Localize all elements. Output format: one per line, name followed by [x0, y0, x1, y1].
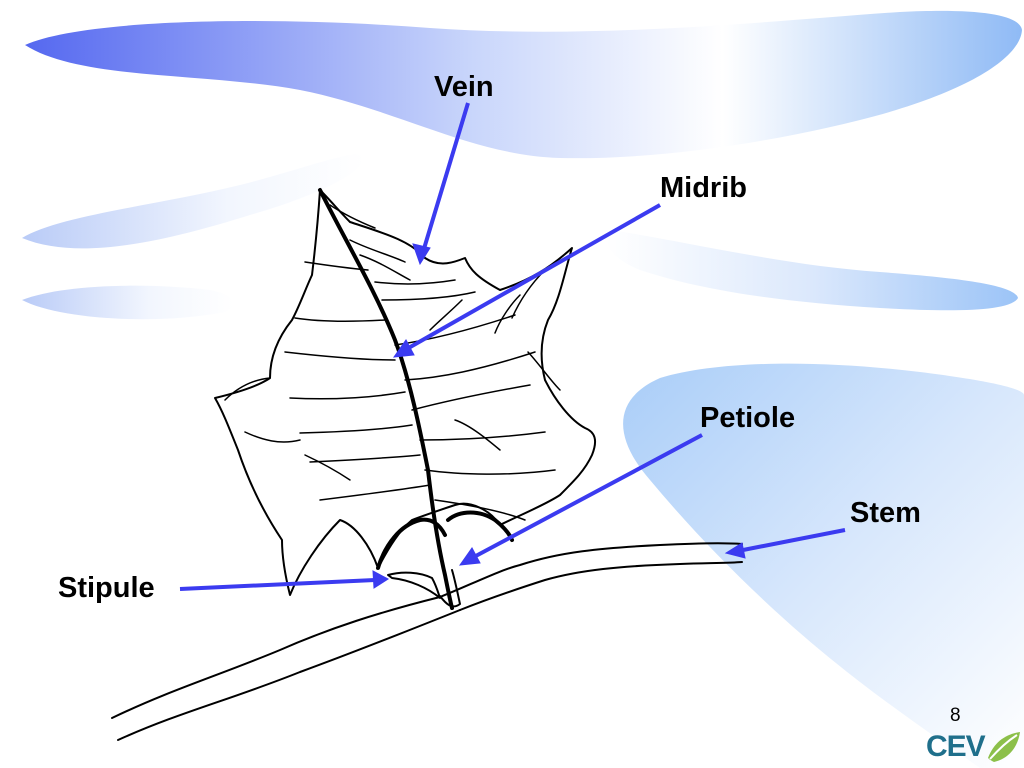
label-stem: Stem	[850, 497, 921, 529]
stem-arrow	[737, 528, 846, 553]
stem-branch-upper-right	[439, 542, 743, 598]
vein-arrowhead	[412, 243, 431, 266]
label-midrib: Midrib	[660, 172, 747, 204]
petiole-arrow	[471, 433, 703, 560]
wave-left-2	[22, 285, 234, 320]
stem-branch-lower-right	[459, 561, 743, 611]
leaf-veins	[224, 204, 561, 521]
leaf-petiole-end	[439, 569, 461, 608]
wave-top	[25, 10, 1022, 159]
leaf-midrib	[318, 188, 454, 610]
arrows	[179, 102, 846, 591]
label-vein: Vein	[434, 71, 494, 103]
midrib-arrowhead	[392, 339, 415, 358]
wave-mid-right	[606, 230, 1018, 311]
leaf-base-curl-left	[376, 517, 447, 570]
midrib-arrow	[404, 203, 661, 352]
vein-arrow	[421, 102, 470, 253]
stem-branch	[111, 596, 441, 719]
stipule-shape	[387, 571, 441, 599]
stipule-arrow	[179, 578, 376, 591]
wave-right-sweep	[623, 363, 1024, 768]
stipule-arrowhead	[372, 570, 389, 589]
page-number: 8	[950, 705, 961, 726]
stem-arrowhead	[724, 542, 746, 559]
petiole-arrowhead	[458, 547, 481, 566]
label-petiole: Petiole	[700, 402, 796, 434]
leaf-outline	[214, 189, 597, 596]
label-stipule: Stipule	[58, 572, 155, 604]
logo-text: CEV	[926, 730, 986, 763]
stem-branch-lower	[117, 609, 461, 741]
cev-logo: CEV	[926, 728, 1022, 768]
leaf-logo-icon	[988, 732, 1020, 762]
wave-left-1	[22, 154, 366, 249]
leaf-base-curl-right	[446, 510, 514, 542]
